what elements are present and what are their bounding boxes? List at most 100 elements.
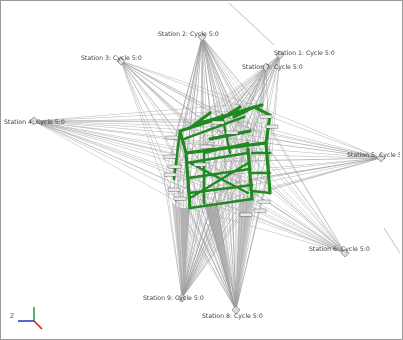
ray-bundle-station-9 [180,208,190,295]
observation-ray [181,126,223,299]
target-tag [257,199,271,204]
observation-ray [201,118,346,254]
station-marker-icon[interactable] [275,50,285,60]
observation-ray [249,157,382,180]
observation-ray [228,137,237,311]
observation-ray [33,120,177,134]
structure-member [186,167,252,180]
station-label: Station 6: Cycle 5:0 [309,246,370,253]
structure-member [172,129,182,181]
target-tag [163,172,177,177]
observation-ray [213,142,237,311]
station-label: Station 3: Cycle 5:0 [81,55,142,62]
observation-ray [120,60,205,136]
observation-ray [265,54,281,124]
observation-ray [203,66,267,206]
structure-member [202,141,250,155]
observation-ray [201,36,210,164]
structure-member [250,189,272,195]
observation-ray [189,66,267,126]
station-marker-icon[interactable] [197,32,207,42]
observation-ray [218,202,237,311]
station-label: Station 9: Cycle 5:0 [143,295,204,302]
station-marker-icon[interactable] [177,293,187,303]
observation-ray [261,66,267,109]
station-label: Station 1: Cycle 5:0 [274,50,335,57]
observation-ray [167,194,183,299]
station-marker-icon[interactable] [29,116,39,126]
observation-ray [271,54,281,154]
target-tag [193,162,207,167]
observation-ray [191,36,203,154]
observation-ray [189,36,203,126]
observation-ray [235,158,241,311]
target-tag [253,208,267,213]
structure-member [188,161,250,200]
station-label: Station 7: Cycle 5:0 [242,64,303,71]
structure-member [188,161,250,195]
observation-ray [261,107,382,159]
observation-ray [217,184,237,311]
observation-ray [33,120,165,180]
structure-member [232,105,256,119]
station-label: Station 4: Cycle 5:0 [4,119,65,126]
structure-member [188,197,254,210]
target-tag [259,114,273,119]
observation-ray [229,110,346,254]
observation-ray [218,54,281,204]
observation-ray [120,60,237,126]
observation-ray [241,132,346,254]
observation-ray [33,120,237,182]
observation-ray [120,60,263,109]
station-marker-icon[interactable] [116,56,126,66]
target-tag [173,196,187,201]
observation-ray [33,118,203,122]
station-marker-icon[interactable] [376,153,386,163]
observation-ray [33,110,231,122]
station-marker-icon[interactable] [340,248,350,258]
observation-ray [120,60,177,202]
observation-ray [201,36,270,139]
observation-ray [33,120,193,154]
ray-bundle-station-8b [236,195,254,307]
observation-ray [33,120,183,194]
observation-ray [243,197,346,254]
observation-ray [33,120,245,199]
target-labels [163,114,279,217]
structure-member [208,129,252,141]
observation-ray [255,157,382,194]
observation-ray [171,152,237,311]
observation-ray [33,120,189,209]
observation-ray [181,152,273,299]
observation-ray [179,142,237,311]
structure-member [188,111,212,130]
observation-ray [120,60,181,144]
target-tag [199,144,213,149]
station-marker-icon[interactable] [231,305,241,315]
target-tag [167,187,181,192]
observation-ray [181,180,237,299]
structure-member [182,115,246,141]
structure-member [252,105,272,117]
observation-ray [253,66,267,132]
observation-ray [163,178,183,299]
axis-triad: Z [10,307,43,330]
target-tag [163,154,177,159]
axis-z-label: Z [10,313,14,320]
observation-ray [33,120,210,164]
observation-ray [225,157,382,162]
observation-ray [201,36,227,162]
target-tag [168,164,182,169]
target-tag [225,130,239,135]
station-label: Station 5: Cycle 5 [347,152,400,159]
observation-ray [215,66,267,116]
station-marker-icon[interactable] [261,62,271,72]
target-tag [265,124,279,129]
observation-ray [33,102,257,122]
observation-ray [187,207,237,311]
observation-ray [189,124,382,159]
target-tag [211,120,225,125]
